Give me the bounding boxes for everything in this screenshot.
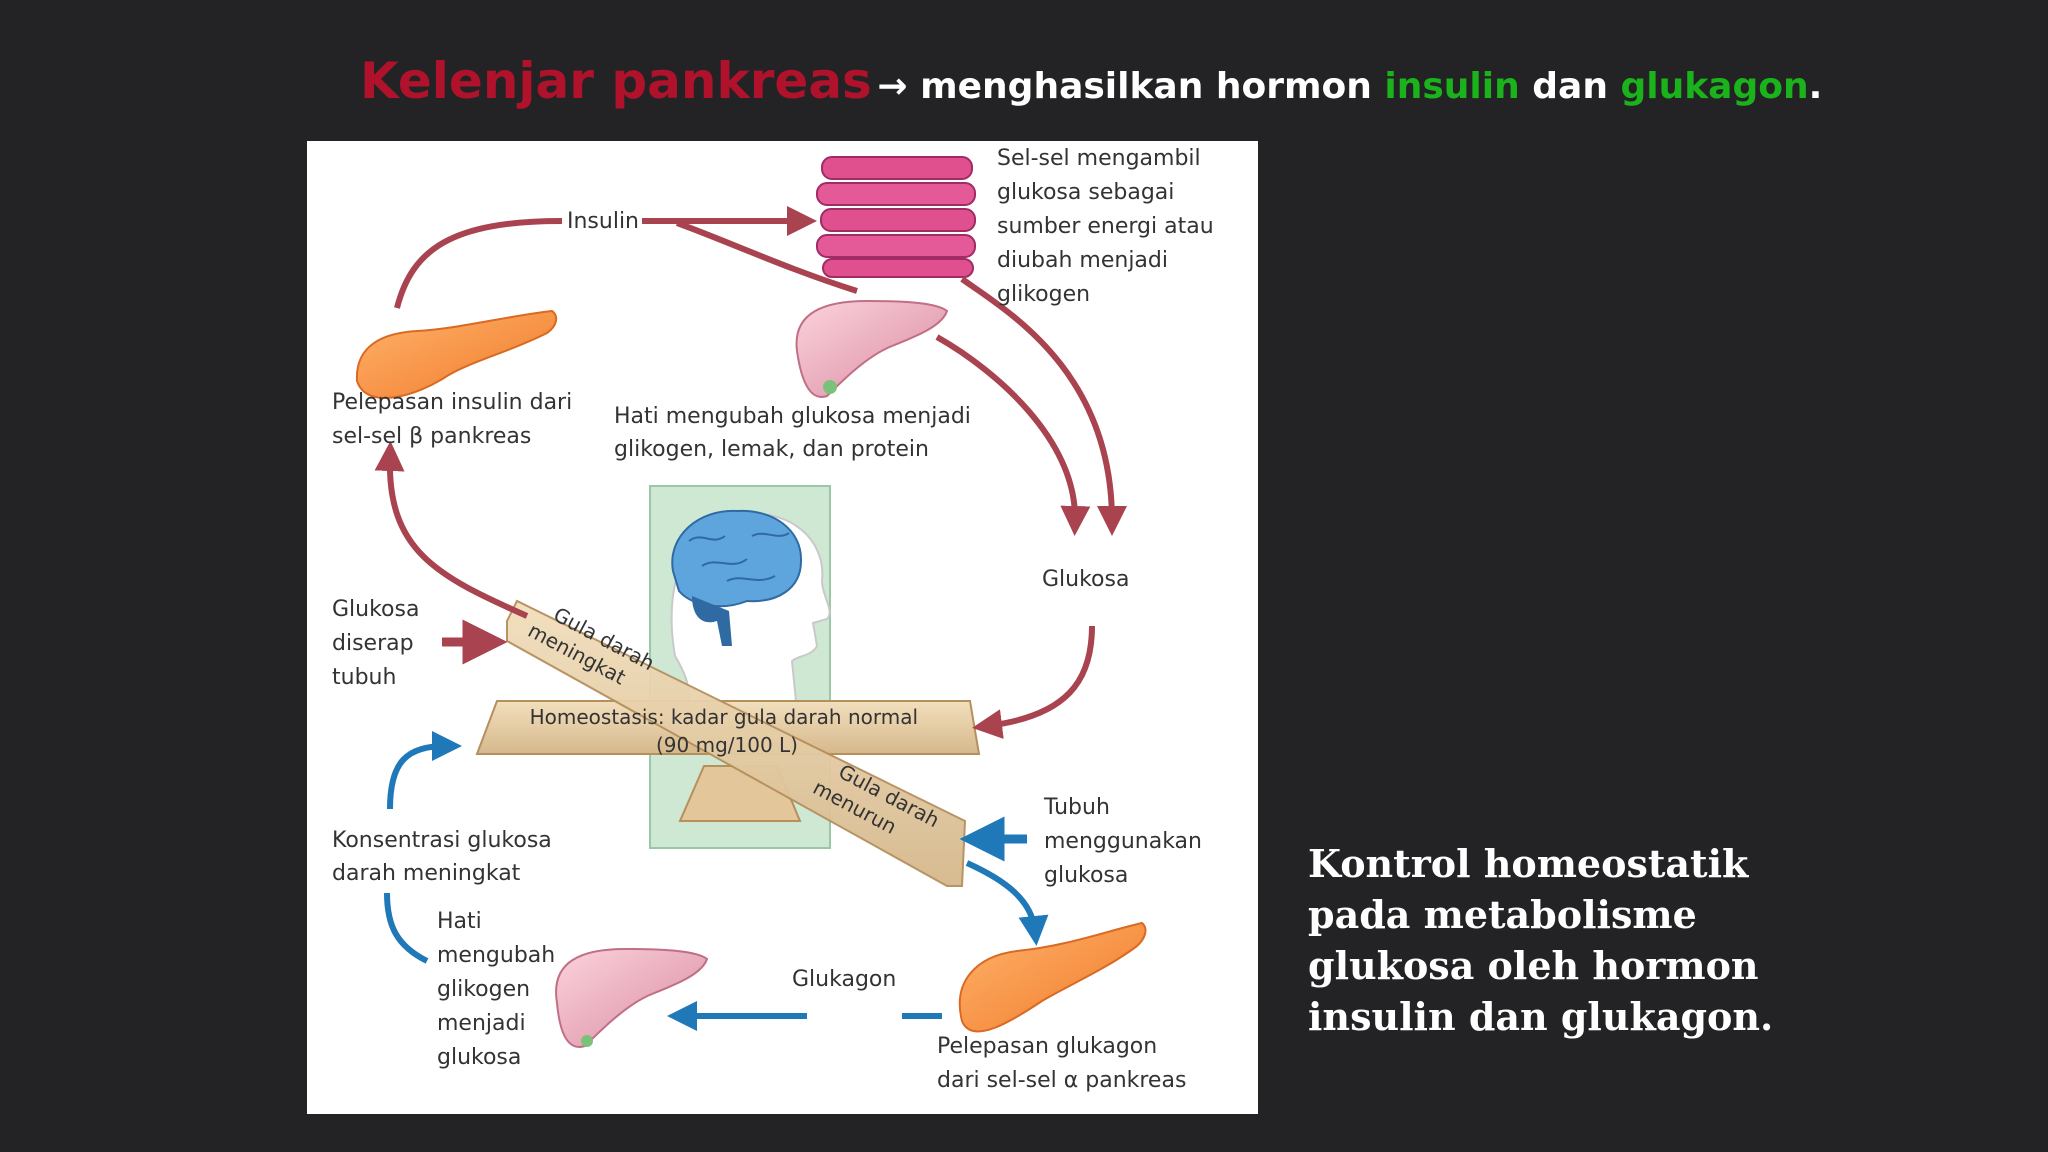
arrow-concentration-to-board — [387, 731, 462, 810]
label-concentration: Konsentrasi glukosa darah meningkat — [332, 828, 559, 886]
brainstem — [692, 596, 732, 646]
label-glukagon: Glukagon — [792, 967, 896, 992]
arrow-rising-to-pancreas — [374, 441, 529, 619]
label-absorbed: Glukosa diserap tubuh — [332, 597, 426, 690]
caption-line-2: pada metabolisme — [1308, 892, 1697, 937]
title-glucagon: glukagon — [1620, 66, 1809, 107]
brain-icon — [671, 509, 803, 608]
muscle-cells-icon — [816, 156, 976, 278]
label-liver-glycogen: Hati mengubah glikogen menjadi glukosa — [437, 909, 562, 1070]
label-uses: Tubuh menggunakan glukosa — [1043, 795, 1209, 888]
gallbladder-bottom — [581, 1035, 593, 1047]
arrow-pancreas-to-insulin — [394, 218, 563, 309]
homeostasis-diagram: Insulin Sel-sel mengambil glukosa sebaga… — [307, 141, 1258, 1114]
caption-line-4: insulin dan glukagon. — [1308, 994, 1774, 1039]
caption: Kontrol homeostatik pada metabolisme glu… — [1308, 838, 2008, 1042]
title-pancreas: Kelenjar pankreas — [360, 52, 872, 110]
label-liver-converts: Hati mengubah glukosa menjadi glikogen, … — [614, 404, 978, 462]
brain-folds — [688, 532, 790, 582]
arrow-cells-to-glukosa — [960, 276, 1127, 536]
title-insulin: insulin — [1384, 66, 1520, 107]
label-release-insulin: Pelepasan insulin dari sel-sel β pankrea… — [332, 390, 579, 449]
liver-bottom-icon — [555, 947, 709, 1048]
title-arrow: → — [877, 66, 908, 107]
title-period: . — [1808, 66, 1823, 107]
arrow-glukosa-to-board — [972, 625, 1095, 740]
title-and: dan — [1519, 66, 1621, 107]
arrow-liver-to-glukosa — [935, 334, 1091, 536]
liver-top-icon — [795, 299, 949, 398]
caption-line-1: Kontrol homeostatik — [1308, 841, 1749, 886]
label-cells: Sel-sel mengambil glukosa sebagai sumber… — [997, 146, 1221, 307]
label-glukosa: Glukosa — [1042, 567, 1129, 592]
label-insulin: Insulin — [567, 209, 639, 234]
arrow-liver-to-concentration — [384, 892, 429, 964]
arrow-to-pancreas-bottom — [965, 860, 1049, 946]
gallbladder-top — [823, 380, 837, 394]
slide-title: Kelenjar pankreas → menghasilkan hormon … — [360, 52, 1860, 122]
pancreas-top-icon — [355, 309, 558, 399]
label-homeostasis: Homeostasis: kadar gula darah normal (90… — [530, 705, 925, 757]
arrow-insulin-to-liver — [675, 220, 858, 294]
label-release-glucagon: Pelepasan glukagon dari sel-sel α pankre… — [937, 1034, 1186, 1093]
title-produces: menghasilkan hormon — [907, 66, 1385, 107]
caption-line-3: glukosa oleh hormon — [1308, 943, 1759, 988]
pancreas-bottom-icon — [958, 921, 1147, 1033]
